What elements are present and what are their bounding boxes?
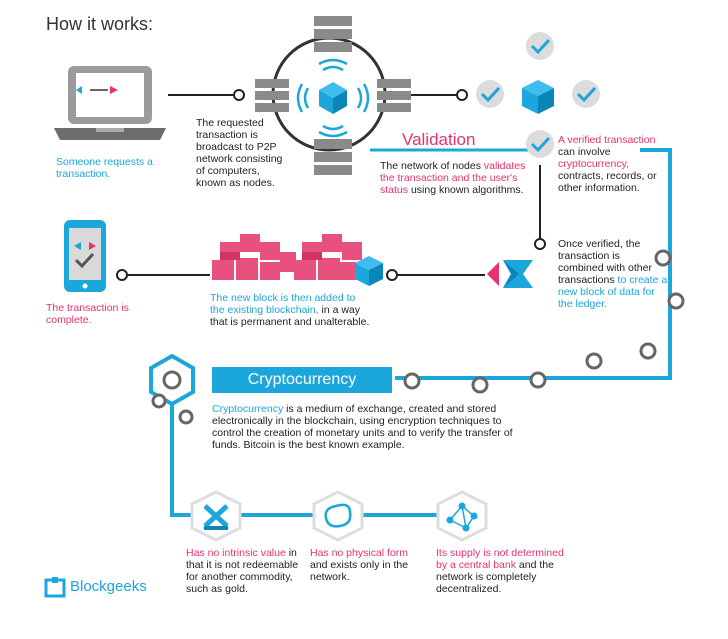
page-title: How it works: [46,14,154,34]
newblock-text: The new block is then added to the exist… [210,292,370,328]
blockgeeks-logo-icon [44,577,66,598]
phone-icon [64,220,106,292]
new-block-icon [355,256,383,286]
step1-text: Someone requests a transaction. [56,156,153,180]
check-icon [526,130,554,158]
cube-icon [319,82,347,114]
step2-text: The requested transaction is broadcast t… [196,117,283,189]
no-physical-form-icon [312,490,364,542]
combine-arrow-icon [487,260,533,288]
validation-checks [476,32,600,158]
feature-2-text: Has no physical form and exists only in … [310,547,409,583]
check-icon [476,80,504,108]
laptop-icon [54,66,166,140]
server-icon-top [314,16,352,52]
feature-3-text: Its supply is not determined by a centra… [436,547,564,595]
crypto-heading: Cryptocurrency [212,367,392,393]
crypto-text: Cryptocurrency is a medium of exchange, … [212,403,513,451]
validation-text: The network of nodes validates the trans… [380,160,526,196]
feature-hexagons [190,490,488,542]
blockchain-cubes [212,234,383,286]
cube-icon [522,80,554,114]
verified-text: A verified transaction can involve crypt… [558,134,657,194]
combined-text: Once verified, the transaction is combin… [558,238,668,310]
brand-name: Blockgeeks [70,578,147,595]
server-icon-bottom [314,139,352,175]
server-icon-right [377,79,411,112]
validation-heading: Validation [402,130,476,149]
feature-1-text: Has no intrinsic value in that it is not… [186,547,299,595]
check-icon [526,32,554,60]
complete-text: The transaction is complete. [46,302,129,326]
no-value-icon [190,490,242,542]
server-icon-left [255,79,289,112]
network-nodes [255,16,411,175]
check-icon [572,80,600,108]
decentralized-network-icon [436,490,488,542]
